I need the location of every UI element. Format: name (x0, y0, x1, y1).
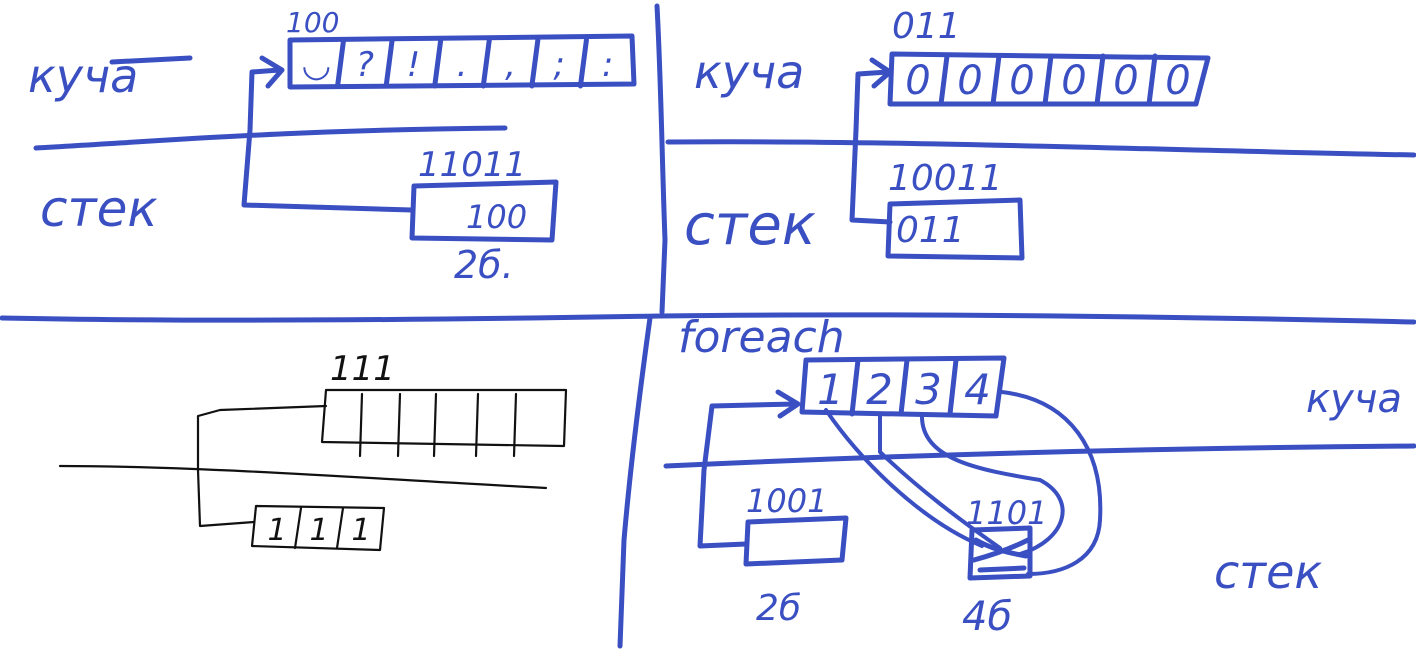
q3-stack-cell-divider (293, 506, 303, 550)
q1-heap-label: куча (28, 49, 138, 103)
q1-heap-cell-divider (432, 37, 444, 89)
q1-heap-underline (109, 55, 193, 65)
divider-vertical-top (654, 3, 668, 315)
divider-horizontal-middle (0, 312, 1416, 325)
q1-stack-size: 2б. (454, 243, 514, 287)
q4-stack-size-right: 4б (962, 594, 1012, 640)
q1-heap-array-box (287, 33, 637, 90)
q4-title: foreach (678, 312, 845, 363)
q2-stack-label: стек (684, 193, 816, 258)
q3-stack-cell-value: 1 (267, 513, 286, 548)
q2-arrow-head (869, 57, 893, 89)
q1-heap-cell-divider (529, 37, 541, 89)
q2-heap-stack-separator (665, 139, 1416, 158)
q1-heap-cell-divider (480, 37, 492, 89)
q4-stack-box-right (967, 525, 1033, 581)
q2-heap-cell-divider (1146, 53, 1158, 107)
q4-heap-cell-divider (898, 357, 910, 417)
q2-heap-cell-divider (1094, 53, 1106, 107)
q1-reference-line (241, 67, 415, 213)
q2-heap-cell-value: 0 (957, 58, 982, 104)
q4-heap-label: куча (1306, 376, 1402, 422)
q4-heap-cell-divider (947, 357, 959, 417)
q1-heap-cells: ◡?!.,;: (303, 37, 613, 89)
q1-heap-cell-value: . (457, 45, 468, 85)
q2-heap-address: 011 (892, 6, 961, 47)
q1-heap-cell-value: ; (553, 45, 564, 85)
q1-heap-cell-value: ! (407, 45, 421, 85)
q1-stack-address: 11011 (418, 145, 526, 185)
q4-heap-cell-value: 1 (817, 365, 844, 414)
q2-stack-value: 011 (896, 210, 965, 251)
q3-stack-box (250, 504, 386, 552)
q1-heap-cell-divider (577, 37, 589, 89)
q3-heap-stack-separator (58, 464, 548, 490)
q2-heap-cell-divider (1042, 53, 1054, 107)
q2-heap-cell-value: 0 (1113, 58, 1138, 104)
q2-stack-box (885, 197, 1025, 261)
q1-heap-stack-separator (33, 125, 508, 151)
q4-iteration-curves (824, 390, 1103, 576)
q4-stack-label: стек (1214, 545, 1322, 599)
q4-curve-cell-3 (919, 412, 1065, 556)
q3-reference-line (196, 404, 328, 528)
q4-heap-cell-value: 2 (866, 365, 893, 414)
q3-heap-cell-divider (474, 392, 480, 458)
q3-heap-cell-divider (432, 392, 438, 458)
q2-heap-cell-value: 0 (1009, 58, 1034, 104)
q3-stack-cell-value: 1 (351, 513, 370, 548)
q1-heap-address: 100 (286, 6, 339, 39)
q2-heap-cell-value: 0 (905, 58, 930, 104)
q4-stack-box-left (743, 515, 849, 567)
quadrant-1: куча стек 100 ◡?!.,;: 11011 100 2б. (28, 6, 637, 287)
q4-heap-array-box (799, 355, 1007, 419)
q1-stack-value: 100 (466, 198, 527, 236)
q1-heap-cell-divider (335, 37, 347, 89)
q4-curve-cell-1 (824, 408, 984, 548)
q4-arrow-head (775, 389, 801, 419)
q3-heap-array-box (320, 388, 568, 448)
q4-curve-cell-4 (1000, 390, 1103, 576)
q1-heap-cell-divider (383, 37, 395, 89)
q2-heap-cell-value: 0 (1061, 58, 1086, 104)
q4-heap-cell-value: 4 (964, 365, 991, 414)
q4-stack-address-right: 1101 (966, 494, 1047, 532)
q3-heap-cell-divider (396, 392, 402, 458)
q4-stack-address-left: 1001 (746, 482, 827, 520)
q3-stack-cell-value: 1 (309, 513, 328, 548)
q4-heap-cell-value: 3 (915, 365, 942, 414)
q1-heap-cell-value: ? (356, 45, 374, 85)
q3-heap-address: 111 (330, 349, 395, 389)
q1-heap-cell-value: : (602, 45, 613, 85)
q4-reference-line-left (697, 401, 799, 549)
divider-vertical-bottom (617, 315, 653, 649)
q3-heap-cell-dividers (358, 392, 518, 458)
q4-stack-size-left: 2б (756, 588, 801, 629)
q3-stack-cell-divider (335, 506, 345, 550)
q1-stack-box (409, 179, 559, 243)
q2-stack-address: 10011 (888, 158, 1003, 199)
q2-heap-cell-divider (938, 53, 950, 107)
q3-heap-cell-divider (512, 392, 518, 458)
q1-heap-cell-value: ◡ (303, 45, 330, 85)
q4-heap-stack-separator (663, 443, 1416, 469)
q2-reference-line (849, 69, 893, 225)
q3-heap-cell-divider (358, 392, 364, 458)
q2-heap-cell-value: 0 (1165, 58, 1190, 104)
q2-heap-cell-divider (990, 53, 1002, 107)
q4-curve-cell-2 (878, 412, 1002, 550)
quadrant-dividers (0, 3, 1416, 649)
q4-heap-cell-divider (849, 357, 861, 417)
q1-arrow-head (259, 55, 285, 89)
q2-heap-label: куча (694, 45, 804, 99)
q1-heap-cell-value: , (505, 45, 516, 85)
q1-stack-label: стек (40, 180, 158, 238)
